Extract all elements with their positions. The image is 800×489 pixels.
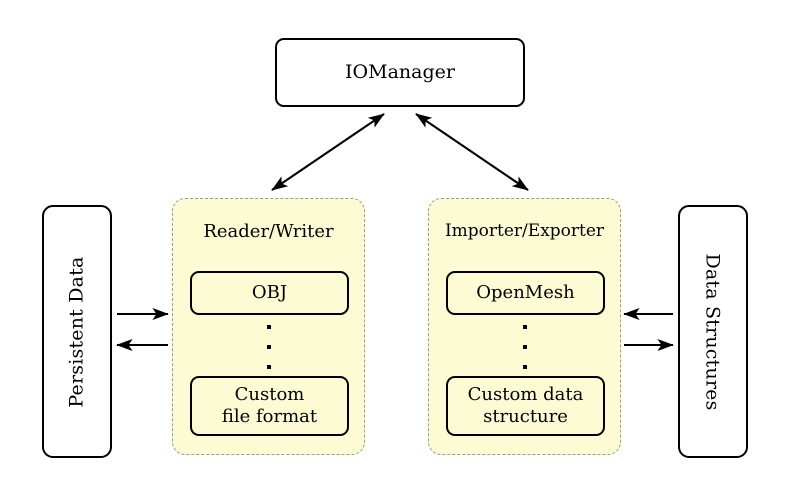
reader-writer-ellipsis-icon: [173, 325, 364, 369]
io-manager-label: IOManager: [345, 60, 455, 83]
arrow-manager-reader-writer: [271, 113, 385, 191]
importer-exporter-item-custom-data-structure[interactable]: Custom data structure: [446, 376, 605, 436]
importer-exporter-ellipsis-icon: [429, 325, 620, 369]
importer-exporter-group-title: Importer/Exporter: [444, 221, 605, 241]
arrow-manager-importer-exporter: [415, 113, 529, 191]
importer-exporter-item-openmesh-label: OpenMesh: [476, 282, 575, 304]
persistent-data-node[interactable]: Persistent Data: [42, 205, 112, 458]
reader-writer-item-custom-file-format[interactable]: Custom file format: [190, 376, 349, 436]
custom-data-structure-line1: Custom data: [467, 384, 584, 406]
importer-exporter-group[interactable]: Importer/Exporter OpenMesh Custom data s…: [428, 198, 621, 455]
io-manager-node[interactable]: IOManager: [275, 38, 525, 107]
data-structures-node[interactable]: Data Structures: [678, 205, 748, 458]
custom-file-format-line1: Custom: [234, 384, 305, 406]
importer-exporter-item-openmesh[interactable]: OpenMesh: [446, 271, 605, 315]
reader-writer-item-custom-file-format-label: Custom file format: [222, 384, 317, 427]
reader-writer-item-obj[interactable]: OBJ: [190, 271, 349, 315]
custom-data-structure-line2: structure: [483, 406, 568, 427]
custom-file-format-line2: file format: [221, 406, 318, 427]
data-structures-label: Data Structures: [702, 252, 724, 411]
reader-writer-group-title: Reader/Writer: [203, 221, 334, 242]
reader-writer-group[interactable]: Reader/Writer OBJ Custom file format: [172, 198, 365, 455]
reader-writer-item-obj-label: OBJ: [251, 282, 288, 304]
importer-exporter-item-custom-data-structure-label: Custom data structure: [468, 384, 584, 427]
persistent-data-label: Persistent Data: [66, 255, 88, 408]
